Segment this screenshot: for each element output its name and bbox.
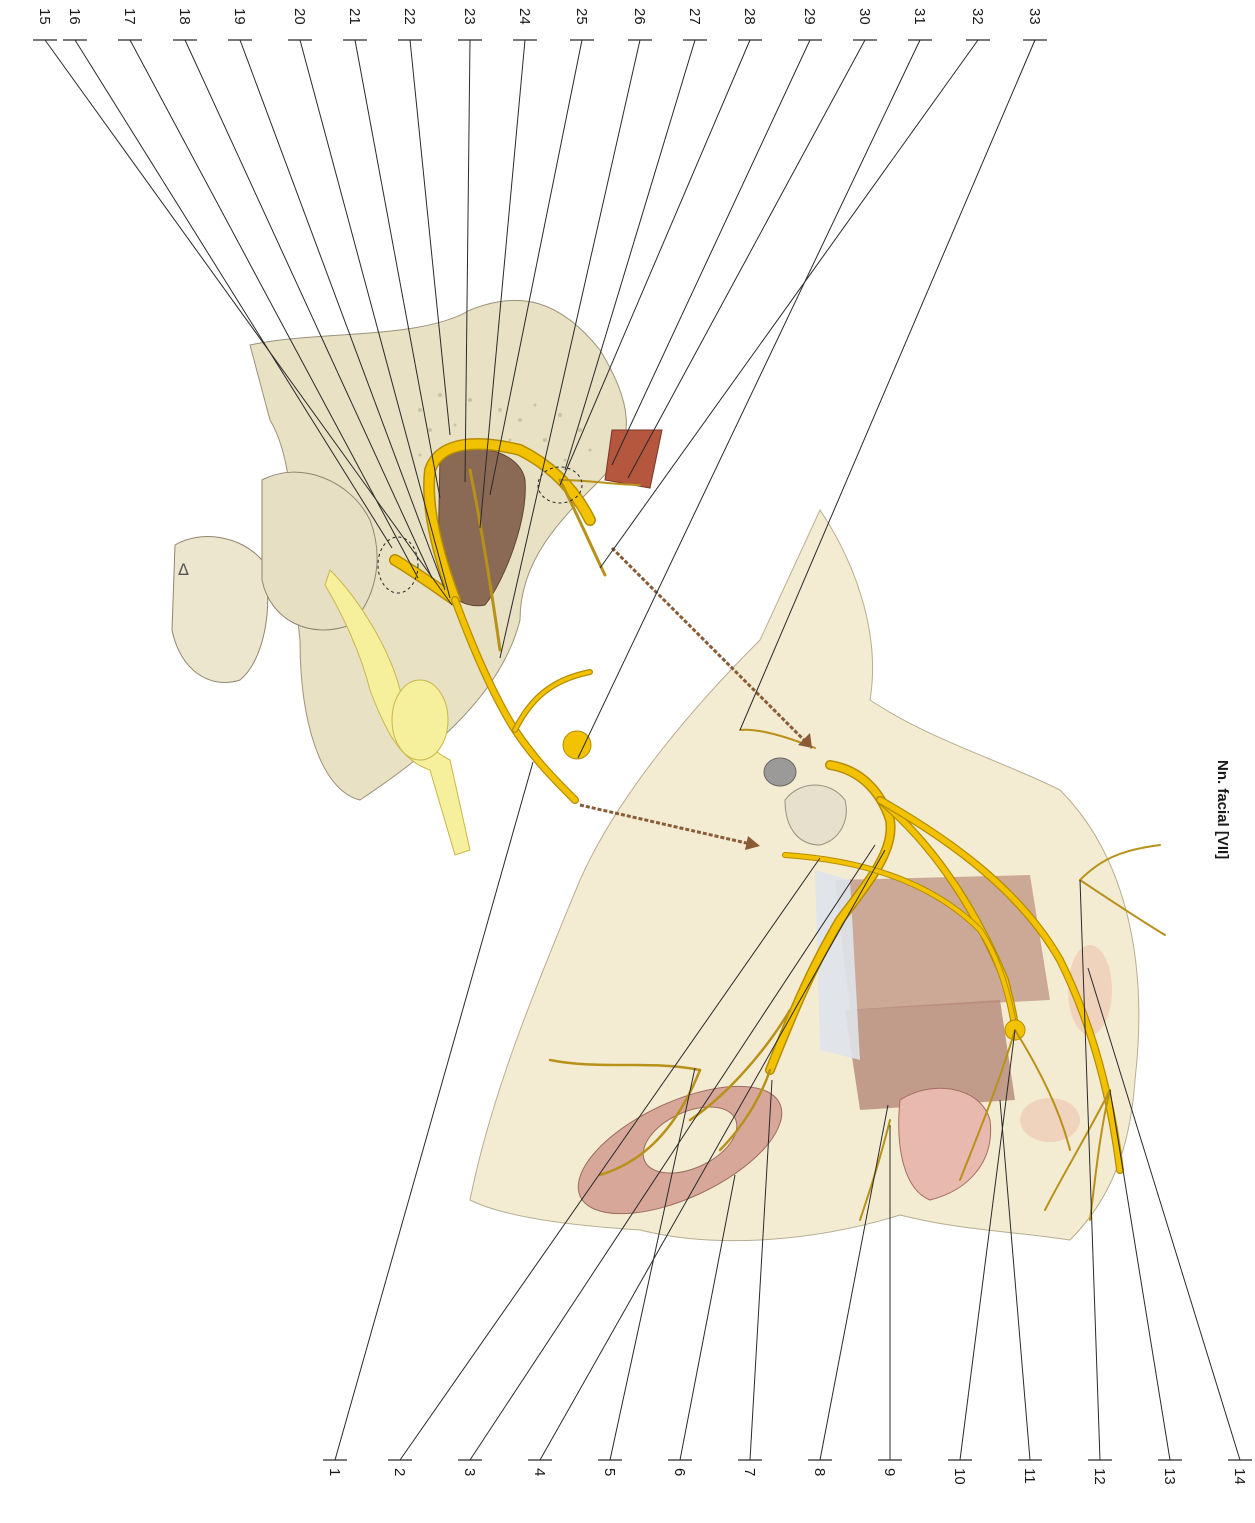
labels-bottom: 1 2 3 4 5 6 7 8 9 10 11 12 13 14 (326, 1468, 1248, 1485)
gland-1 (1020, 1098, 1080, 1142)
label-15: 15 (36, 8, 53, 25)
label-17: 17 (121, 8, 138, 25)
label-28: 28 (741, 8, 758, 25)
ear-canal (764, 758, 796, 786)
label-11: 11 (1021, 1468, 1038, 1484)
label-26: 26 (631, 8, 648, 25)
figure-title: Nn. facial [VII] (1214, 760, 1231, 859)
labels-top: 15 16 17 18 19 20 21 22 23 24 25 26 27 2… (36, 8, 1043, 25)
label-1: 1 (326, 1468, 343, 1476)
label-7: 7 (741, 1468, 758, 1476)
pterygopalatine-ganglion (563, 731, 591, 759)
label-22: 22 (401, 8, 418, 25)
label-3: 3 (461, 1468, 478, 1476)
label-21: 21 (346, 8, 363, 25)
label-9: 9 (881, 1468, 898, 1476)
label-2: 2 (391, 1468, 408, 1476)
pons (172, 537, 268, 683)
label-32: 32 (969, 8, 986, 25)
label-23: 23 (461, 8, 478, 25)
label-30: 30 (856, 8, 873, 25)
label-29: 29 (801, 8, 818, 25)
label-14: 14 (1231, 1468, 1248, 1485)
label-18: 18 (176, 8, 193, 25)
greater-petrosal-nerve (515, 672, 590, 730)
label-25: 25 (573, 8, 590, 25)
label-16: 16 (66, 8, 83, 25)
label-13: 13 (1161, 1468, 1178, 1485)
ganglion-bulb (392, 680, 448, 760)
label-31: 31 (911, 8, 928, 25)
label-10: 10 (951, 1468, 968, 1485)
label-6: 6 (671, 1468, 688, 1476)
label-24: 24 (516, 8, 533, 25)
label-19: 19 (231, 8, 248, 25)
label-27: 27 (686, 8, 703, 25)
label-5: 5 (601, 1468, 618, 1476)
face-region (470, 510, 1139, 1241)
stapedius-region (605, 430, 662, 488)
label-4: 4 (531, 1468, 548, 1476)
delta-marker: Δ (178, 560, 189, 579)
masseter-block (835, 875, 1050, 1010)
label-12: 12 (1091, 1468, 1108, 1485)
label-33: 33 (1026, 8, 1043, 25)
label-8: 8 (811, 1468, 828, 1476)
label-20: 20 (291, 8, 308, 25)
